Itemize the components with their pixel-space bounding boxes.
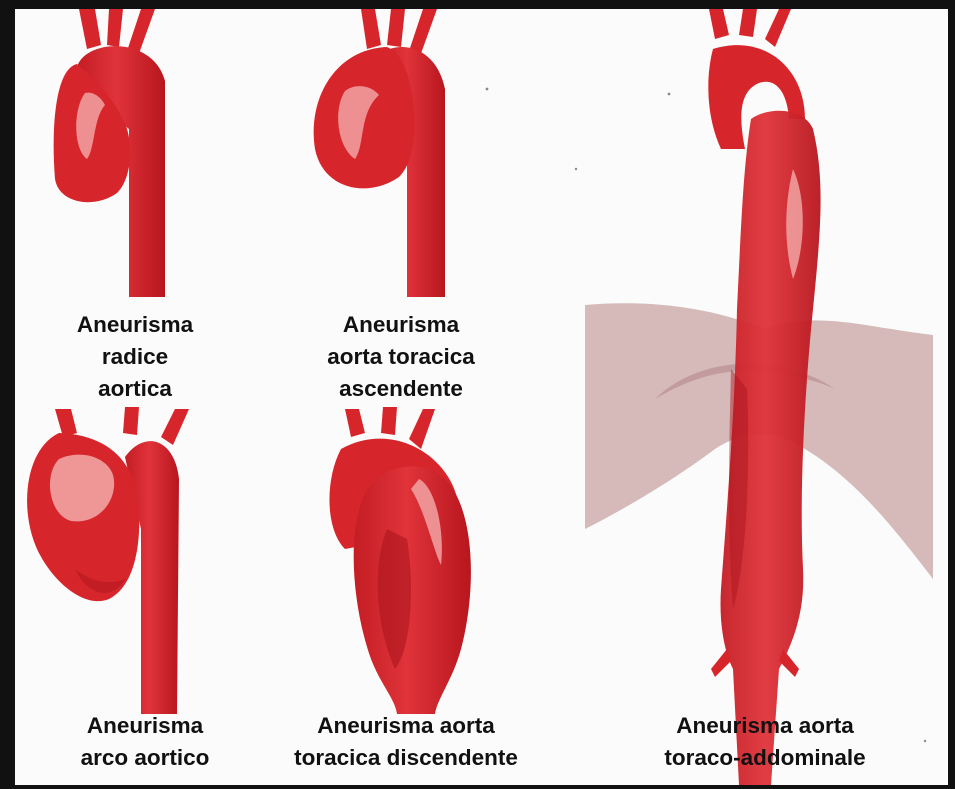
thoracoabdominal-branches [709, 9, 791, 47]
caption-thoracoabdominal: Aneurisma aorta toraco-addominale [645, 710, 885, 774]
caption-aortic-root: Aneurisma radice aortica [15, 309, 255, 405]
thoracoabdominal-aneurysm-drawing [585, 9, 933, 785]
descending-bulge [354, 466, 471, 714]
caption-arch-line2: arco aortico [25, 742, 265, 774]
caption-descending-line2: toracica discendente [273, 742, 539, 774]
caption-thoracoabdominal-line2: toraco-addominale [645, 742, 885, 774]
caption-ascending-line3: ascendente [281, 373, 521, 405]
caption-thoracoabdominal-line1: Aneurisma aorta [645, 710, 885, 742]
caption-aortic-root-line1: Aneurisma [15, 309, 255, 341]
aortic-root-aneurysm-drawing [54, 9, 165, 297]
caption-arch-line1: Aneurisma [25, 710, 265, 742]
caption-descending-line1: Aneurisma aorta [273, 710, 539, 742]
caption-arch: Aneurisma arco aortico [25, 710, 265, 774]
caption-aortic-root-line2: radice [15, 341, 255, 373]
caption-ascending-line1: Aneurisma [281, 309, 521, 341]
caption-descending: Aneurisma aorta toracica discendente [273, 710, 539, 774]
caption-aortic-root-line3: aortica [15, 373, 255, 405]
caption-ascending: Aneurisma aorta toracica ascendente [281, 309, 521, 405]
descending-aneurysm-drawing [329, 407, 470, 714]
arch-aneurysm-drawing [27, 407, 189, 714]
ascending-aneurysm-drawing [314, 9, 445, 297]
caption-ascending-line2: aorta toracica [281, 341, 521, 373]
